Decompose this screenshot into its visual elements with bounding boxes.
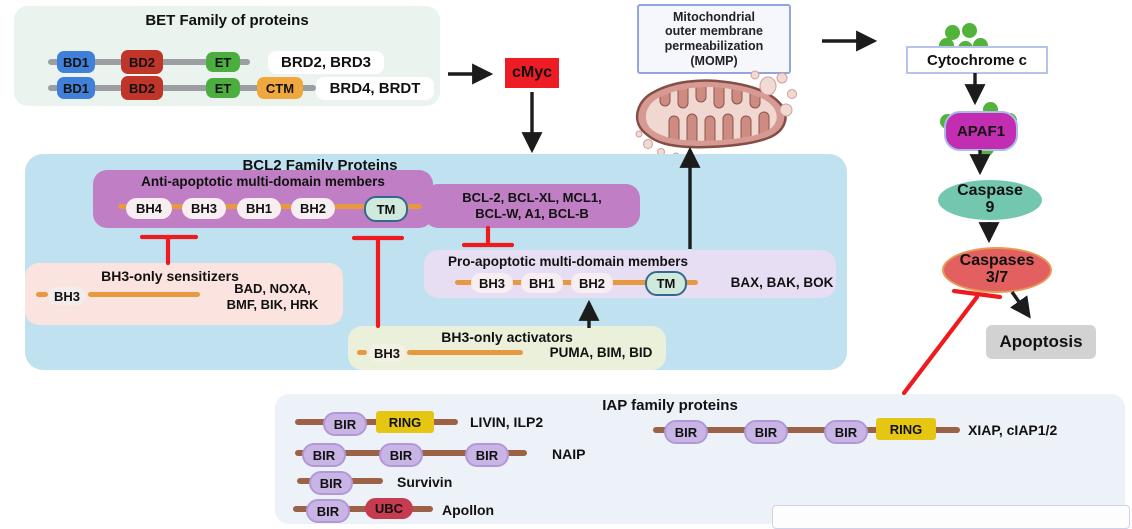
domain-ring: RING xyxy=(376,411,434,433)
protein-backbone xyxy=(88,292,200,297)
domain-bh3: BH3 xyxy=(182,198,226,219)
domain-bh4: BH4 xyxy=(126,198,172,219)
domain-bir: BIR xyxy=(309,471,353,495)
iap-row1-label: LIVIN, ILP2 xyxy=(470,414,544,430)
momp-line2: outer membrane xyxy=(665,24,763,39)
domain-bir: BIR xyxy=(664,420,708,444)
bet-row2-label: BRD4, BRDT xyxy=(316,77,434,100)
protein-backbone xyxy=(407,350,523,355)
mitochondrion-illustration xyxy=(635,70,797,160)
caspases37-label-line2: 3/7 xyxy=(985,269,1009,286)
arrow-caspases37-to-apoptosis xyxy=(1010,291,1031,319)
bh3-activators-members: PUMA, BIM, BID xyxy=(549,345,653,360)
cytochrome-dot xyxy=(945,25,960,40)
pro-apoptotic-title: Pro-apoptotic multi-domain members xyxy=(448,254,689,269)
domain-bh2: BH2 xyxy=(291,198,335,219)
domain-et: ET xyxy=(206,78,240,98)
domain-tm: TM xyxy=(364,196,408,222)
momp-box: Mitochondrial outer membrane permeabiliz… xyxy=(637,4,791,74)
bh3-sensitizers-members: BAD, NOXA, BMF, BIK, HRK xyxy=(226,281,319,312)
domain-ring: RING xyxy=(876,418,936,440)
iap-row4-label: Apollon xyxy=(442,502,495,518)
domain-bir: BIR xyxy=(302,443,346,467)
protein-backbone xyxy=(357,350,367,355)
bh3-sensitizers-title: BH3-only sensitizers xyxy=(101,268,239,284)
caspases37-label-line1: Caspases xyxy=(959,252,1035,270)
bh3-activators-title: BH3-only activators xyxy=(441,329,573,345)
iap-row3-label: Survivin xyxy=(397,474,453,490)
bcl2-family-title: BCL2 Family Proteins xyxy=(242,157,398,174)
apaf1-node: APAF1 xyxy=(944,111,1018,151)
pro-apoptotic-members: BAX, BAK, BOK xyxy=(730,275,834,290)
iap-row5-label: XIAP, cIAP1/2 xyxy=(968,422,1058,438)
anti-apoptotic-title: Anti-apoptotic multi-domain members xyxy=(141,174,385,189)
domain-bh1: BH1 xyxy=(237,198,281,219)
domain-bh3: BH3 xyxy=(471,273,513,293)
protein-backbone xyxy=(653,427,960,433)
domain-bir: BIR xyxy=(323,412,367,436)
apoptosis-node: Apoptosis xyxy=(986,325,1096,359)
domain-tm: TM xyxy=(645,271,687,296)
iap-family-title: IAP family proteins xyxy=(602,397,738,414)
domain-bd2: BD2 xyxy=(121,50,163,74)
domain-bh1: BH1 xyxy=(521,273,563,293)
domain-bh3: BH3 xyxy=(49,287,85,305)
anti-apoptotic-members-box xyxy=(424,184,640,228)
domain-et: ET xyxy=(206,52,240,72)
domain-bir: BIR xyxy=(465,443,509,467)
anti-apoptotic-members: BCL-2, BCL-XL, MCL1, BCL-W, A1, BCL-B xyxy=(462,190,602,221)
protein-backbone xyxy=(36,292,48,297)
protein-backbone xyxy=(293,506,433,512)
domain-bir: BIR xyxy=(379,443,423,467)
iap-row2-label: NAIP xyxy=(552,446,586,462)
bet-row1-label: BRD2, BRD3 xyxy=(268,51,384,74)
cytochrome-c-node: Cytochrome c xyxy=(906,46,1048,74)
momp-line4: (MOMP) xyxy=(690,53,738,68)
momp-line1: Mitochondrial xyxy=(673,9,755,24)
caspases37-node: Caspases 3/7 xyxy=(942,247,1052,293)
domain-bir: BIR xyxy=(306,499,350,523)
caspase9-label-line2: 9 xyxy=(985,199,995,216)
momp-line3: permeabilization xyxy=(664,39,764,53)
cytochrome-dot xyxy=(962,23,977,38)
domain-bd2: BD2 xyxy=(121,76,163,100)
domain-bd1: BD1 xyxy=(57,51,95,73)
protein-backbone xyxy=(48,85,316,91)
domain-bir: BIR xyxy=(824,420,868,444)
bet-family-title: BET Family of proteins xyxy=(145,12,309,29)
watermark-box xyxy=(772,505,1130,529)
domain-bh2: BH2 xyxy=(571,273,613,293)
domain-bd1: BD1 xyxy=(57,77,95,99)
mito-rupture-fragments xyxy=(635,70,797,160)
cmyc-node: cMyc xyxy=(505,58,559,88)
domain-ctm: CTM xyxy=(257,77,303,99)
caspase9-node: Caspase 9 xyxy=(938,180,1042,220)
caspase9-label-line1: Caspase xyxy=(957,182,1023,200)
domain-bh3: BH3 xyxy=(369,344,405,362)
domain-ubc: UBC xyxy=(365,498,413,519)
domain-bir: BIR xyxy=(744,420,788,444)
